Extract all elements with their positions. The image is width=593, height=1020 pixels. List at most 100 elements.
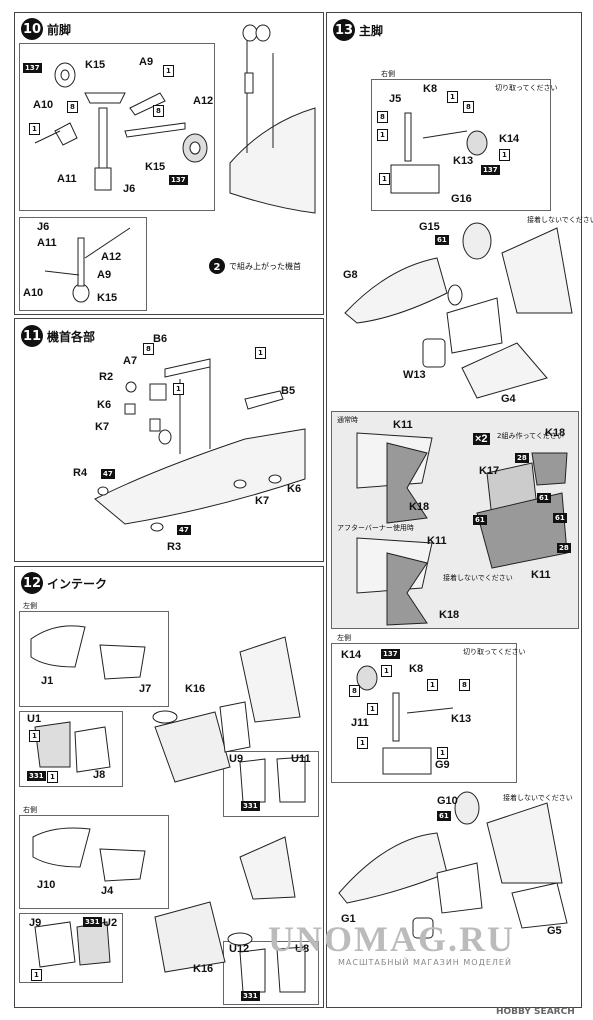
part-label: K11 (427, 535, 447, 547)
part-label: G15 (419, 221, 440, 233)
u1-j8-box (19, 711, 123, 787)
part-label: R2 (99, 371, 114, 383)
step-10-main-box (19, 43, 215, 211)
no-glue-note: 接着しないでください (527, 216, 593, 224)
tag-1: 1 (31, 969, 42, 981)
left-side-label: 左側 (23, 602, 37, 610)
tag-1: 1 (255, 347, 266, 359)
part-label: J10 (37, 879, 56, 891)
tag-331: 331 (241, 991, 260, 1001)
u9-u11-box (223, 751, 319, 817)
step-12-panel: 12 インテーク 左側 右側 J1 J7 K16 U (14, 566, 324, 1008)
tag-8: 8 (143, 343, 154, 355)
step-12-drawing (30, 625, 306, 993)
step-13-title: 主脚 (359, 23, 384, 38)
part-label: U8 (295, 943, 310, 955)
tag-8: 8 (153, 105, 164, 117)
part-label: K18 (439, 609, 460, 621)
tag-137: 137 (169, 175, 188, 185)
part-label: K15 (145, 161, 166, 173)
step-11-number: 11 (21, 325, 43, 347)
part-label: K14 (499, 133, 520, 145)
normal-label: 通常時 (337, 416, 358, 424)
part-label: K13 (451, 713, 472, 725)
step-13-number: 13 (333, 19, 355, 41)
part-label: A7 (123, 355, 138, 367)
make-two-note: 2組み作ってください (497, 432, 564, 440)
part-label: U12 (229, 943, 250, 955)
part-label: U9 (229, 753, 244, 765)
tag-61: 61 (435, 235, 449, 245)
step-10-heading: 10 前脚 (21, 18, 71, 40)
part-label: K15 (97, 292, 118, 304)
footer-brand: HOBBY SEARCH (496, 1007, 575, 1017)
watermark-logo: UNOMAG.RU (268, 919, 515, 959)
tag-1: 1 (377, 129, 388, 141)
tag-137: 137 (381, 649, 400, 659)
times-two: ×2 (473, 433, 490, 445)
part-label: K14 (341, 649, 362, 661)
cut-note: 切り取ってください (495, 84, 558, 92)
step-11-title: 機首各部 (47, 329, 96, 344)
part-label: B5 (281, 385, 296, 397)
left-side-label: 左側 (337, 634, 351, 642)
part-label: U11 (291, 753, 311, 765)
part-label: G10 (437, 795, 458, 807)
part-label: G1 (341, 913, 356, 925)
part-label: K16 (185, 683, 206, 695)
step-13-drawing (338, 112, 573, 939)
right-side-label: 右側 (381, 70, 395, 78)
tag-28: 28 (515, 453, 529, 463)
step-11-drawing (94, 358, 306, 532)
part-label: K7 (255, 495, 270, 507)
tag-8: 8 (67, 101, 78, 113)
right-side-label: 右側 (23, 806, 37, 814)
part-label: K8 (423, 83, 438, 95)
step-10-panel: 10 前脚 2 137 (14, 12, 324, 315)
part-label: K7 (95, 421, 110, 433)
j10-j4-box (19, 815, 169, 909)
part-label: G5 (547, 925, 562, 937)
tag-61: 61 (473, 515, 487, 525)
part-label: J8 (93, 769, 106, 781)
tag-331: 331 (27, 771, 46, 781)
part-label: G9 (435, 759, 450, 771)
u12-u8-box (223, 941, 319, 1005)
part-label: A12 (193, 95, 214, 107)
tag-47: 47 (177, 525, 191, 535)
tag-8: 8 (377, 111, 388, 123)
j9-u2-box (19, 913, 123, 983)
part-label: U1 (27, 713, 42, 725)
part-label: J6 (123, 183, 136, 195)
no-glue-note: 接着しないでください (443, 574, 513, 582)
part-label: G8 (343, 269, 358, 281)
part-label: A9 (97, 269, 112, 281)
part-label: A11 (37, 237, 57, 249)
part-label: A10 (33, 99, 54, 111)
part-label: J1 (41, 675, 54, 687)
part-label: K11 (531, 569, 551, 581)
tag-1: 1 (367, 703, 378, 715)
tag-1: 1 (437, 747, 448, 759)
part-label: K15 (85, 59, 106, 71)
part-label: R4 (73, 467, 88, 479)
part-label: A10 (23, 287, 44, 299)
part-label: J5 (389, 93, 402, 105)
svg-text:2: 2 (214, 262, 221, 273)
part-label: J9 (29, 917, 42, 929)
tag-1: 1 (29, 123, 40, 135)
part-label: J7 (139, 683, 152, 695)
tag-28: 28 (557, 543, 571, 553)
part-label: B6 (153, 333, 168, 345)
part-label: J4 (101, 885, 114, 897)
no-glue-note: 接着しないでください (503, 794, 573, 802)
tag-8: 8 (349, 685, 360, 697)
step-10-subassembly-box (19, 217, 147, 311)
part-label: J6 (37, 221, 50, 233)
part-label: A12 (101, 251, 122, 263)
j1-j7-box (19, 611, 169, 707)
afterburner-label: アフターバーナー使用時 (337, 524, 414, 532)
step-10-drawing: 2 (34, 24, 316, 303)
step-13-panel: 13 主脚 右側 切り取ってください 通常時 アフターバーナー使用時 ×2 2組… (326, 12, 593, 1008)
part-label: K16 (193, 963, 214, 975)
